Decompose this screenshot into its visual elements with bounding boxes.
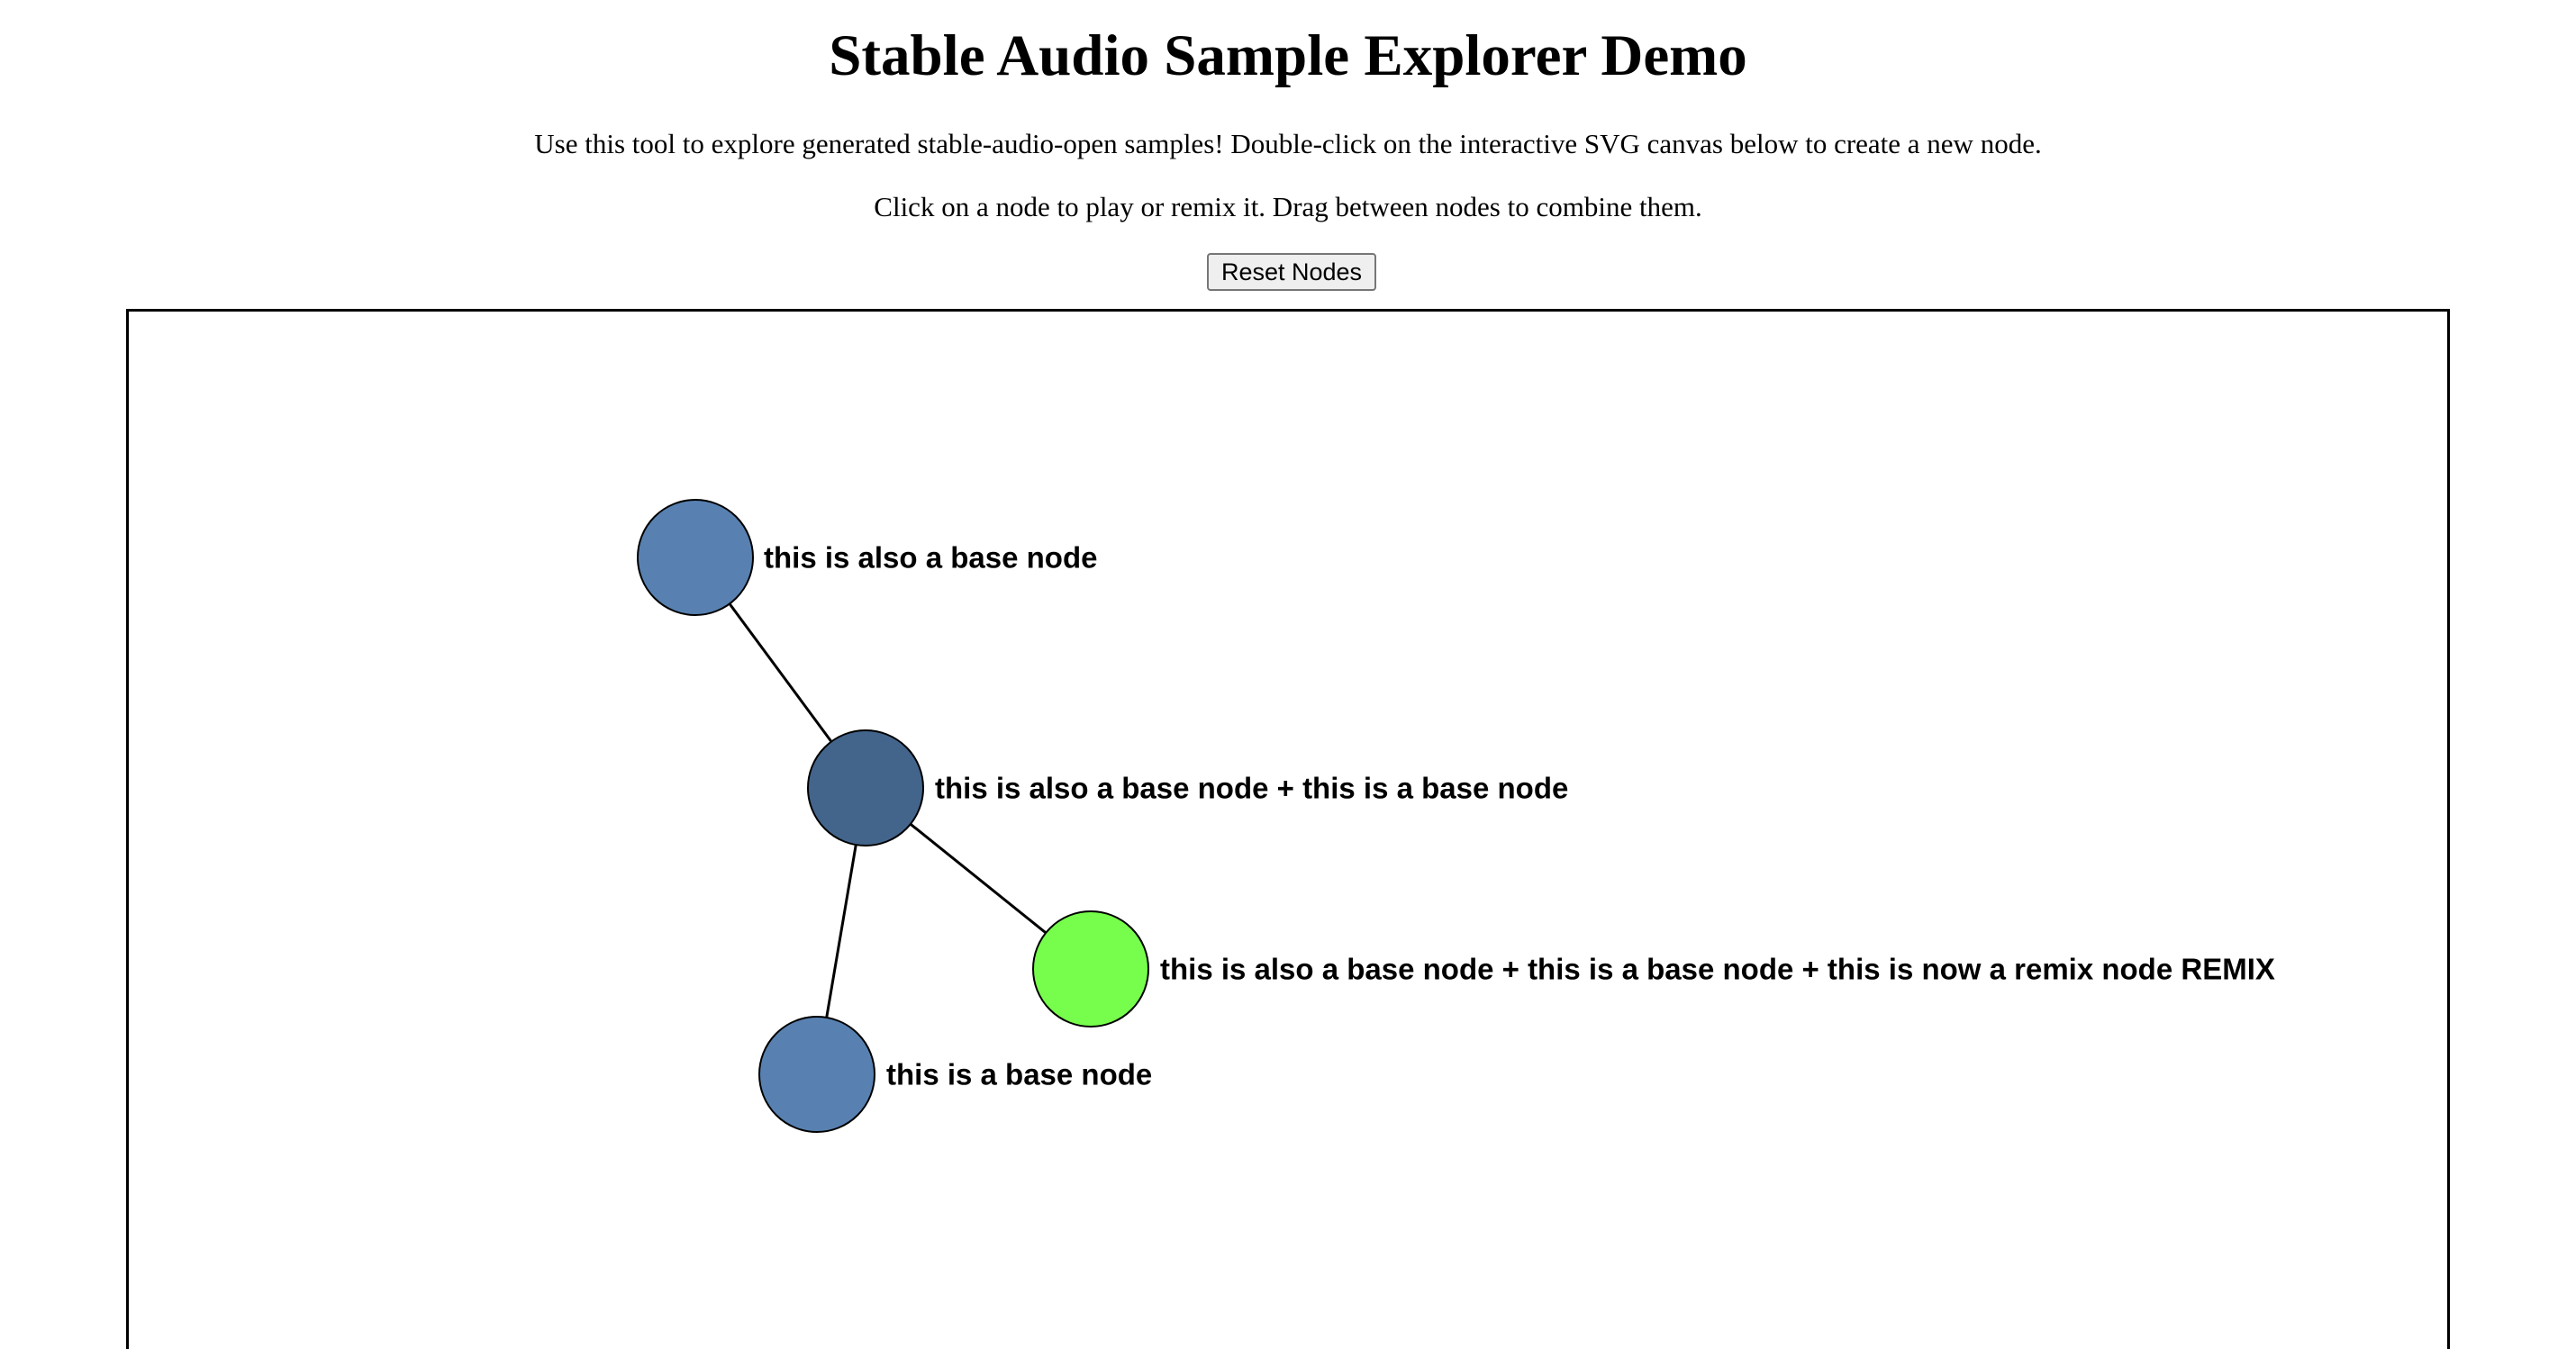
graph-svg[interactable]: this is also a base node this is also a … [129,312,2447,1349]
graph-nodes: this is also a base node this is also a … [637,499,2275,1133]
node-circle[interactable] [1032,910,1149,1028]
graph-node[interactable]: this is also a base node + this is a bas… [807,729,1568,847]
node-label: this is also a base node + this is a bas… [1160,953,2275,986]
interactive-svg-canvas[interactable]: this is also a base node this is also a … [126,309,2450,1349]
node-circle[interactable] [807,729,924,847]
node-circle[interactable] [758,1016,875,1133]
intro-text: Use this tool to explore generated stabl… [534,128,2042,159]
graph-node[interactable]: this is also a base node [637,499,1097,616]
instructions-text: Click on a node to play or remix it. Dra… [874,191,1702,222]
node-label: this is also a base node + this is a bas… [935,772,1568,805]
controls-bar: Reset Nodes [0,253,2576,291]
node-label: this is a base node [886,1058,1152,1091]
page-title: Stable Audio Sample Explorer Demo [829,23,1747,88]
node-label: this is also a base node [764,541,1097,575]
node-circle[interactable] [637,499,754,616]
reset-nodes-button[interactable]: Reset Nodes [1206,253,1377,291]
graph-node[interactable]: this is a base node [758,1016,1152,1133]
graph-node[interactable]: this is also a base node + this is a bas… [1032,910,2275,1028]
